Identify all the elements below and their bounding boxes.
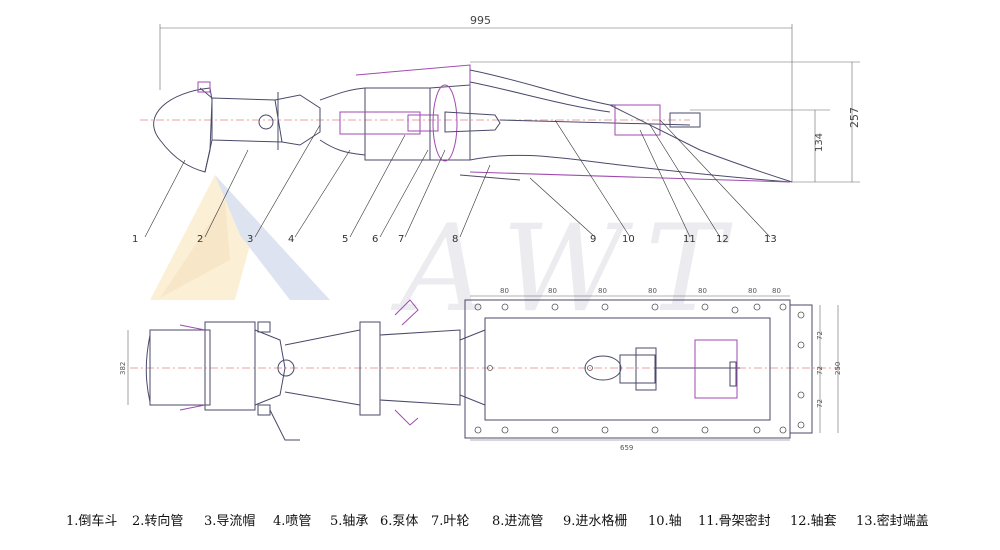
spacing-2: 80 (548, 287, 557, 295)
callout-13: 13 (764, 234, 777, 245)
callout-12: 12 (716, 234, 729, 245)
dimension-overall-height: 257 (848, 107, 861, 128)
callout-2: 2 (197, 234, 203, 245)
legend-item-2: 2.转向管 (132, 514, 184, 529)
side-width: 382 (119, 362, 127, 375)
callout-3: 3 (247, 234, 253, 245)
right-spacing-3: 72 (816, 399, 824, 408)
legend-item-5: 5.轴承 (330, 514, 369, 529)
legend-item-3: 3.导流帽 (204, 514, 256, 529)
dimension-inlet-height: 134 (814, 133, 825, 152)
callout-11: 11 (683, 234, 696, 245)
legend-item-12: 12.轴套 (790, 514, 837, 529)
top-view (130, 299, 840, 441)
callout-9: 9 (590, 234, 596, 245)
spacing-4: 80 (648, 287, 657, 295)
callout-leaders (144, 119, 771, 238)
callout-5: 5 (342, 234, 348, 245)
legend-item-8: 8.进流管 (492, 514, 544, 529)
spacing-6: 80 (748, 287, 757, 295)
dimension-overall-length: 995 (470, 14, 491, 27)
legend-item-10: 10.轴 (648, 514, 682, 529)
spacing-5: 80 (698, 287, 707, 295)
legend-item-6: 6.泵体 (380, 514, 419, 529)
spacing-1: 80 (500, 287, 509, 295)
legend-item-1: 1.倒车斗 (66, 514, 118, 529)
side-dimensions (159, 24, 860, 183)
bottom-length: 659 (620, 444, 633, 452)
awt-watermark-logo: AWT (150, 175, 745, 339)
legend-item-9: 9.进水格栅 (563, 514, 628, 529)
spacing-3: 80 (598, 287, 607, 295)
callout-7: 7 (398, 234, 404, 245)
legend-item-13: 13.密封端盖 (856, 514, 929, 529)
intake-bolt-holes (474, 303, 805, 434)
callout-1: 1 (132, 234, 138, 245)
right-spacing-2: 72 (816, 366, 824, 375)
top-dimensions (127, 295, 839, 441)
spacing-7: 80 (772, 287, 781, 295)
right-spacing-1: 72 (816, 331, 824, 340)
callout-10: 10 (622, 234, 635, 245)
legend-item-11: 11.骨架密封 (698, 514, 771, 529)
svg-text:AWT: AWT (390, 200, 745, 339)
callout-6: 6 (372, 234, 378, 245)
legend-item-7: 7.叶轮 (431, 514, 470, 529)
parts-legend: 1.倒车斗 2.转向管 3.导流帽 4.喷管 5.轴承 6.泵体 7.叶轮 8.… (66, 510, 986, 532)
legend-item-4: 4.喷管 (273, 514, 312, 529)
right-total: 250 (834, 362, 842, 375)
callout-8: 8 (452, 234, 458, 245)
callout-numbers: 1 2 3 4 5 6 7 8 9 10 11 12 13 (132, 234, 777, 245)
top-spacing-labels: 80 80 80 80 80 80 80 72 72 72 250 659 38… (119, 287, 842, 452)
side-view (140, 64, 793, 183)
callout-4: 4 (288, 234, 294, 245)
